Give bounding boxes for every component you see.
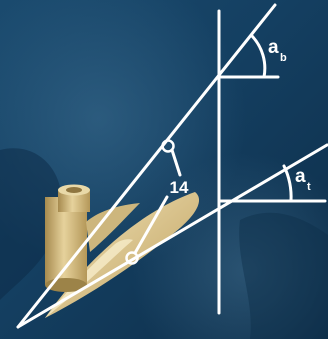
callout-leader-upper <box>170 148 182 177</box>
shallow-line <box>16 143 328 329</box>
callout-leader-lower <box>133 195 169 255</box>
angle-arc-t <box>282 164 293 203</box>
hub-bore <box>66 187 82 193</box>
construction-lines <box>16 3 328 329</box>
impeller-part <box>45 184 200 318</box>
marker-upper <box>161 139 175 153</box>
background-shadow-shape-right <box>239 212 328 339</box>
angle-arc-b <box>250 34 267 79</box>
steep-line <box>16 3 277 329</box>
angle-label-b-main: a <box>268 37 279 58</box>
angle-label-t: a t <box>295 166 311 193</box>
hub-collar <box>58 190 90 212</box>
background-shadow-shape <box>0 148 62 300</box>
angle-label-t-main: a <box>295 166 306 187</box>
marker-lower <box>125 251 139 265</box>
angle-label-t-sub: t <box>307 181 311 193</box>
angle-label-b: a b <box>268 37 287 64</box>
part-number-label: 14 <box>170 178 189 197</box>
angle-label-b-sub: b <box>280 52 287 64</box>
blade-root <box>86 203 140 252</box>
